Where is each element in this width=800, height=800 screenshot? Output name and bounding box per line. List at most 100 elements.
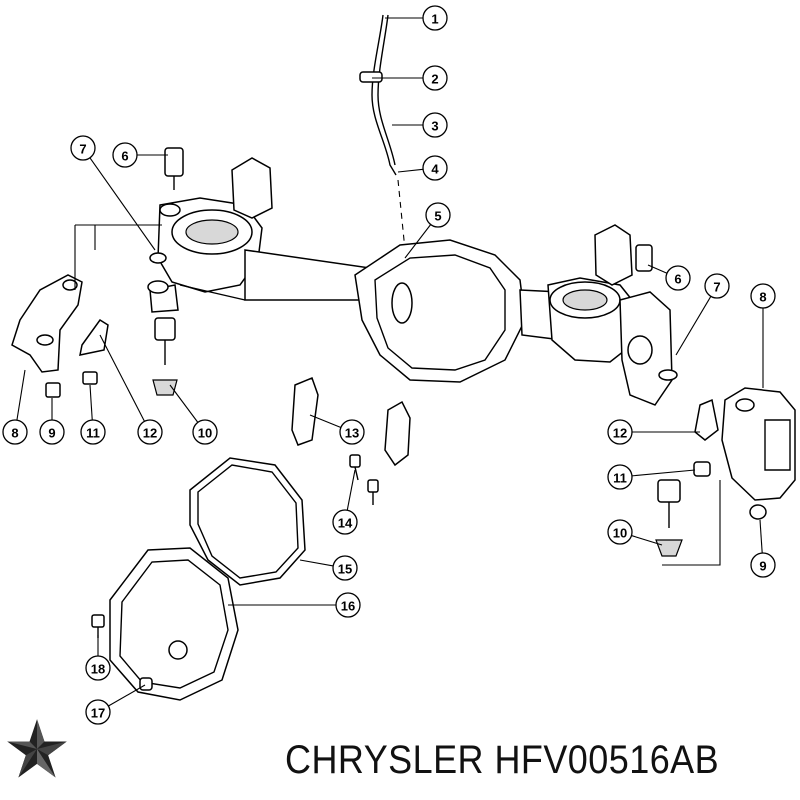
callout-c7a: 7 <box>70 135 156 251</box>
callout-c8b: 8 <box>750 283 776 388</box>
callout-c5: 5 <box>404 202 451 259</box>
callout-number: 8 <box>759 290 766 305</box>
part-number-caption: CHRYSLER HFV00516AB <box>285 738 740 783</box>
callout-number: 8 <box>11 426 18 441</box>
callout-number: 5 <box>434 209 441 224</box>
vent-tube <box>359 14 406 251</box>
callout-circle <box>607 419 633 445</box>
callout-c11a: 11 <box>80 384 106 445</box>
callout-c11b: 11 <box>607 464 696 490</box>
callout-circle <box>335 592 361 618</box>
chrysler-pentastar-icon <box>7 719 67 778</box>
callout-c8a: 8 <box>2 369 28 445</box>
brand-name: CHRYSLER <box>285 738 484 782</box>
callout-c2: 2 <box>372 65 448 91</box>
leader-line <box>675 296 712 356</box>
callout-circle <box>137 419 163 445</box>
callout-c14: 14 <box>332 469 358 535</box>
callout-number: 17 <box>91 706 105 721</box>
callout-c4: 4 <box>397 155 448 181</box>
callout-number: 2 <box>431 72 438 87</box>
callout-circle <box>339 419 365 445</box>
callout-c7b: 7 <box>675 273 730 356</box>
leader-line <box>89 384 93 421</box>
callout-number: 18 <box>91 662 105 677</box>
callout-circle <box>425 202 451 228</box>
left-dash-lines <box>74 224 162 290</box>
callout-number: 9 <box>48 426 55 441</box>
callout-number: 6 <box>121 149 128 164</box>
callout-c15: 15 <box>299 555 358 581</box>
callout-circle <box>607 519 633 545</box>
callout-circle <box>70 135 96 161</box>
leader-line <box>397 168 424 173</box>
callout-circle <box>39 419 65 445</box>
right-hardware <box>655 398 721 566</box>
differential-cover <box>91 547 239 701</box>
left-steering-knuckle <box>149 147 273 293</box>
callout-number: 14 <box>338 516 353 531</box>
callout-circle <box>750 552 776 578</box>
leader-line <box>404 224 432 259</box>
callout-number: 12 <box>613 426 627 441</box>
callout-number: 7 <box>713 280 720 295</box>
callout-circle <box>422 155 448 181</box>
callout-number: 15 <box>338 562 352 577</box>
leader-line <box>169 384 199 423</box>
callout-number: 13 <box>345 426 359 441</box>
callout-circle <box>85 699 111 725</box>
leader-line <box>16 369 26 421</box>
callout-c13: 13 <box>309 414 365 445</box>
callout-c10b: 10 <box>607 519 663 546</box>
callout-c6b: 6 <box>647 264 691 291</box>
callout-circle <box>85 655 111 681</box>
callout-circle <box>422 65 448 91</box>
callout-circle <box>422 5 448 31</box>
cover-bolts <box>349 454 379 505</box>
part-number: HFV00516AB <box>494 738 720 782</box>
callout-circle <box>2 419 28 445</box>
callout-c12a: 12 <box>99 334 163 445</box>
callout-c9b: 9 <box>750 519 776 578</box>
callout-number: 3 <box>431 119 438 134</box>
callout-number: 4 <box>431 162 439 177</box>
callout-c17: 17 <box>85 684 146 725</box>
leader-line <box>631 469 696 477</box>
callout-circle <box>80 419 106 445</box>
leader-line <box>309 414 342 429</box>
callout-c10a: 10 <box>169 384 218 445</box>
callout-circle <box>332 509 358 535</box>
callout-c16: 16 <box>228 592 361 618</box>
callout-c12b: 12 <box>607 419 700 445</box>
differential-housing <box>354 239 526 383</box>
callout-number: 1 <box>431 12 438 27</box>
right-steering-knuckle <box>547 224 678 406</box>
callout-number: 16 <box>341 599 355 614</box>
leader-line <box>299 559 334 567</box>
callout-circle <box>112 142 138 168</box>
leader-line <box>99 334 145 422</box>
left-steering-arm <box>11 274 83 373</box>
leader-line <box>89 157 156 251</box>
callout-circle <box>192 419 218 445</box>
leader-line <box>759 519 763 554</box>
callout-number: 11 <box>613 471 627 486</box>
callout-c3: 3 <box>392 112 448 138</box>
callout-circle <box>332 555 358 581</box>
callout-circle <box>607 464 633 490</box>
callout-number: 6 <box>674 272 681 287</box>
callout-circle <box>665 265 691 291</box>
left-hardware <box>45 280 178 398</box>
callout-circle <box>422 112 448 138</box>
leader-line <box>346 469 356 511</box>
callout-number: 7 <box>79 142 86 157</box>
cover-gasket <box>189 457 306 586</box>
shim-plates <box>291 377 411 467</box>
callout-c1: 1 <box>385 5 448 31</box>
leader-line <box>631 535 663 546</box>
leader-line <box>108 684 146 707</box>
callout-number: 11 <box>86 426 100 441</box>
callout-number: 12 <box>143 426 157 441</box>
callout-c9a: 9 <box>39 398 65 445</box>
